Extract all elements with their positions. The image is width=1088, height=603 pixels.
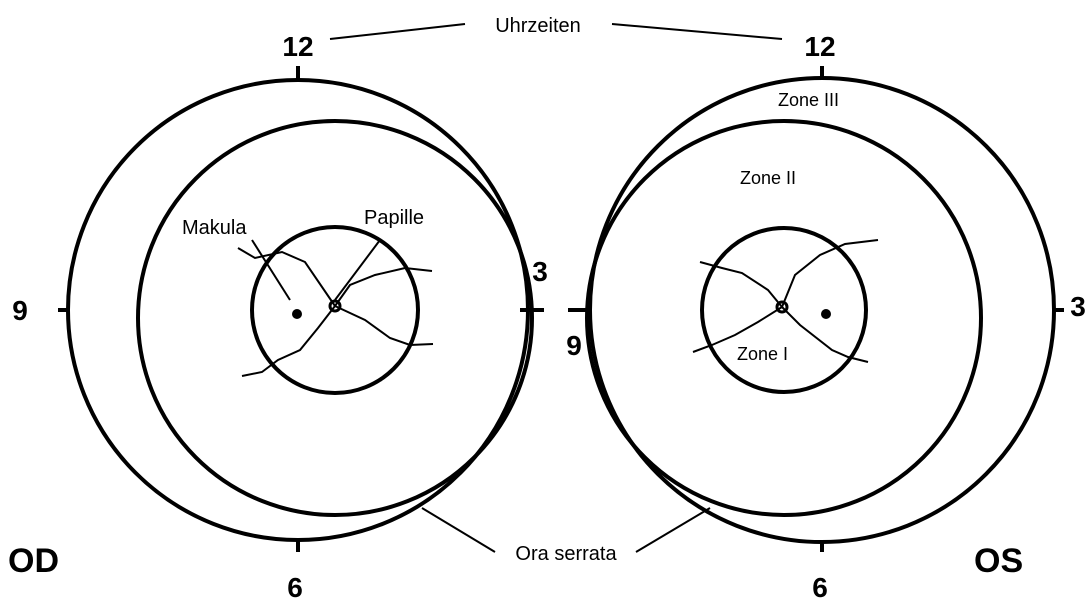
os-clock-3: 3 bbox=[1070, 291, 1086, 322]
od-middle-circle bbox=[136, 119, 534, 517]
od-clock-9: 9 bbox=[12, 295, 28, 326]
od-clock-6: 6 bbox=[287, 572, 303, 603]
os-label: OS bbox=[974, 542, 1023, 580]
os-clock-6: 6 bbox=[812, 572, 828, 603]
os-clock-9: 9 bbox=[566, 330, 582, 361]
od-zone-1-circle bbox=[250, 225, 420, 395]
uhrzeiten-label: Uhrzeiten bbox=[495, 15, 581, 37]
od-clock-12: 12 bbox=[282, 31, 313, 62]
uhrzeiten-callout: Uhrzeiten bbox=[329, 15, 783, 40]
eye-od: 12 3 6 9 OD Makula Papille bbox=[8, 31, 548, 603]
zone-3-label: Zone III bbox=[778, 90, 839, 110]
ora-serrata-label: Ora serrata bbox=[515, 543, 617, 565]
zone-2-label: Zone II bbox=[740, 168, 796, 188]
zone-1-label: Zone I bbox=[737, 344, 788, 364]
od-vessels bbox=[237, 247, 434, 377]
ora-serrata-leader-left bbox=[421, 507, 496, 553]
ora-serrata-leader-right bbox=[635, 507, 711, 553]
uhrzeiten-leader-right bbox=[611, 23, 783, 40]
os-clock-12: 12 bbox=[804, 31, 835, 62]
ora-serrata-callout: Ora serrata bbox=[421, 507, 711, 565]
od-makula-callout bbox=[251, 239, 291, 301]
eye-os: 12 3 6 9 OS Zone III Zone II Zone I bbox=[566, 31, 1086, 603]
papille-label: Papille bbox=[364, 207, 424, 229]
makula-label: Makula bbox=[182, 217, 247, 239]
os-vessels bbox=[692, 239, 879, 363]
os-macula-dot bbox=[821, 309, 831, 319]
os-middle-circle bbox=[585, 119, 983, 517]
od-label: OD bbox=[8, 542, 59, 580]
os-zone-1-circle bbox=[700, 226, 868, 394]
uhrzeiten-leader-left bbox=[329, 23, 466, 40]
od-macula-dot bbox=[292, 309, 302, 319]
od-clock-3: 3 bbox=[532, 256, 548, 287]
od-papille-callout bbox=[334, 239, 381, 301]
od-papilla-ring bbox=[328, 299, 342, 313]
os-papilla-ring bbox=[775, 300, 789, 314]
